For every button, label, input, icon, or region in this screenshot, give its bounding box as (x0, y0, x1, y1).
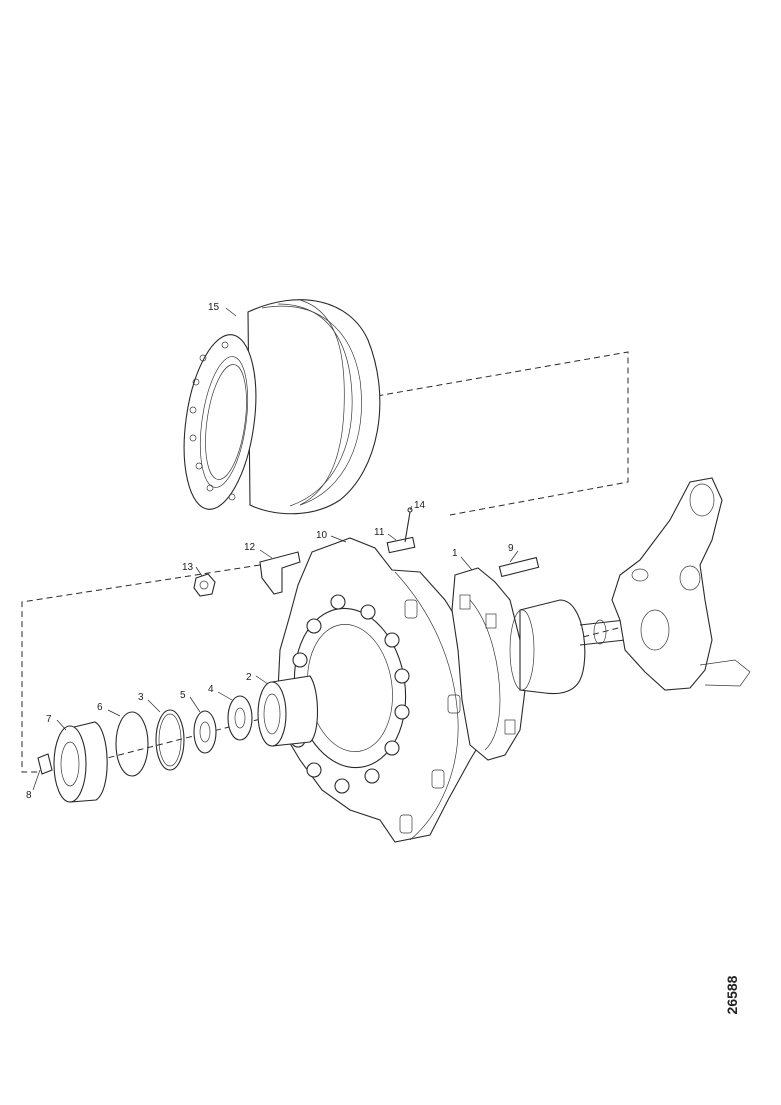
cam-bracket (259, 551, 301, 595)
hub-nut (193, 710, 217, 754)
callout-9: 9 (508, 543, 514, 554)
callout-15: 15 (208, 302, 220, 313)
figure-id-text: 26588 (724, 975, 740, 1015)
hub-cap-plug (37, 753, 53, 775)
callout-14: 14 (414, 500, 426, 511)
brake-drum (183, 299, 381, 515)
callout-3: 3 (138, 692, 144, 703)
figure-id: 26588 (712, 960, 752, 1030)
callout-11: 11 (374, 527, 385, 538)
callout-1: 1 (452, 548, 458, 559)
steering-knuckle (611, 477, 751, 691)
screw (404, 507, 413, 543)
o-ring (115, 711, 149, 777)
snap-ring (155, 709, 185, 771)
callout-6: 6 (97, 702, 103, 713)
brake-anchor-plate (451, 567, 526, 761)
callout-2: 2 (246, 672, 252, 683)
wheel-bearing (257, 675, 318, 747)
lock-washer (227, 695, 253, 741)
callout-8: 8 (26, 790, 32, 801)
leader-lines (32, 307, 519, 791)
callout-13: 13 (182, 562, 194, 573)
wheel-hub (277, 537, 491, 843)
callout-10: 10 (316, 530, 328, 541)
axle-spindle (509, 599, 626, 695)
callout-labels: 1 2 3 4 5 6 7 8 9 10 11 12 13 14 15 (26, 302, 514, 801)
callout-5: 5 (180, 690, 186, 701)
bolt (498, 556, 540, 578)
callout-4: 4 (208, 684, 214, 695)
pin (386, 536, 416, 554)
callout-12: 12 (244, 542, 256, 553)
callout-7: 7 (46, 714, 52, 725)
flange-nut (193, 573, 216, 597)
hub-cap (53, 721, 108, 803)
